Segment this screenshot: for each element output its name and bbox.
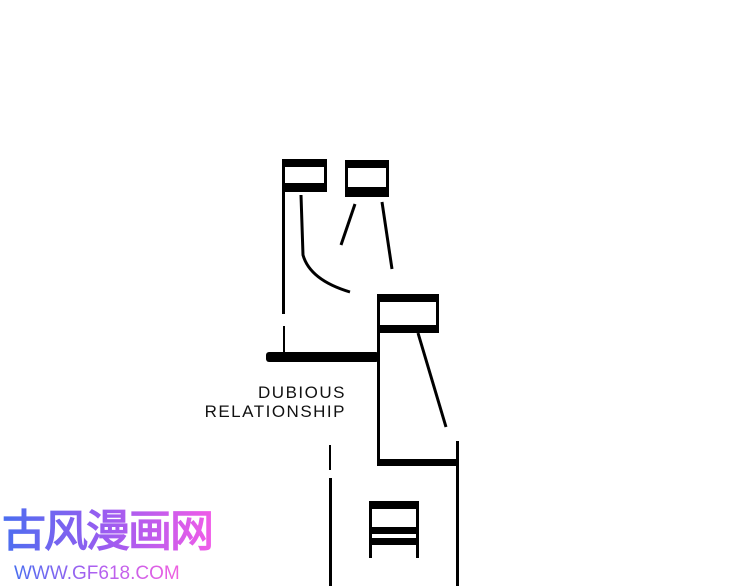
sign-box-1 [282,159,327,356]
watermark-url: WWW.GF618.COM [14,563,180,584]
left-edge [329,478,332,586]
right-edge [456,441,459,586]
caption-line-1: DUBIOUS [258,383,346,402]
diagonal-line [416,332,448,428]
caption-line-2: RELATIONSHIP [204,402,346,421]
bottom-bar [378,459,458,466]
thick-bar [266,352,379,362]
small-sign [369,501,419,558]
left-edge [329,445,331,470]
curve-line [299,194,351,294]
sign-box-3 [377,294,439,466]
sign-box-2 [345,160,389,197]
diagonal-line [339,203,357,246]
watermark-title: 古风漫画网 [2,506,214,557]
diagonal-line [380,201,394,270]
